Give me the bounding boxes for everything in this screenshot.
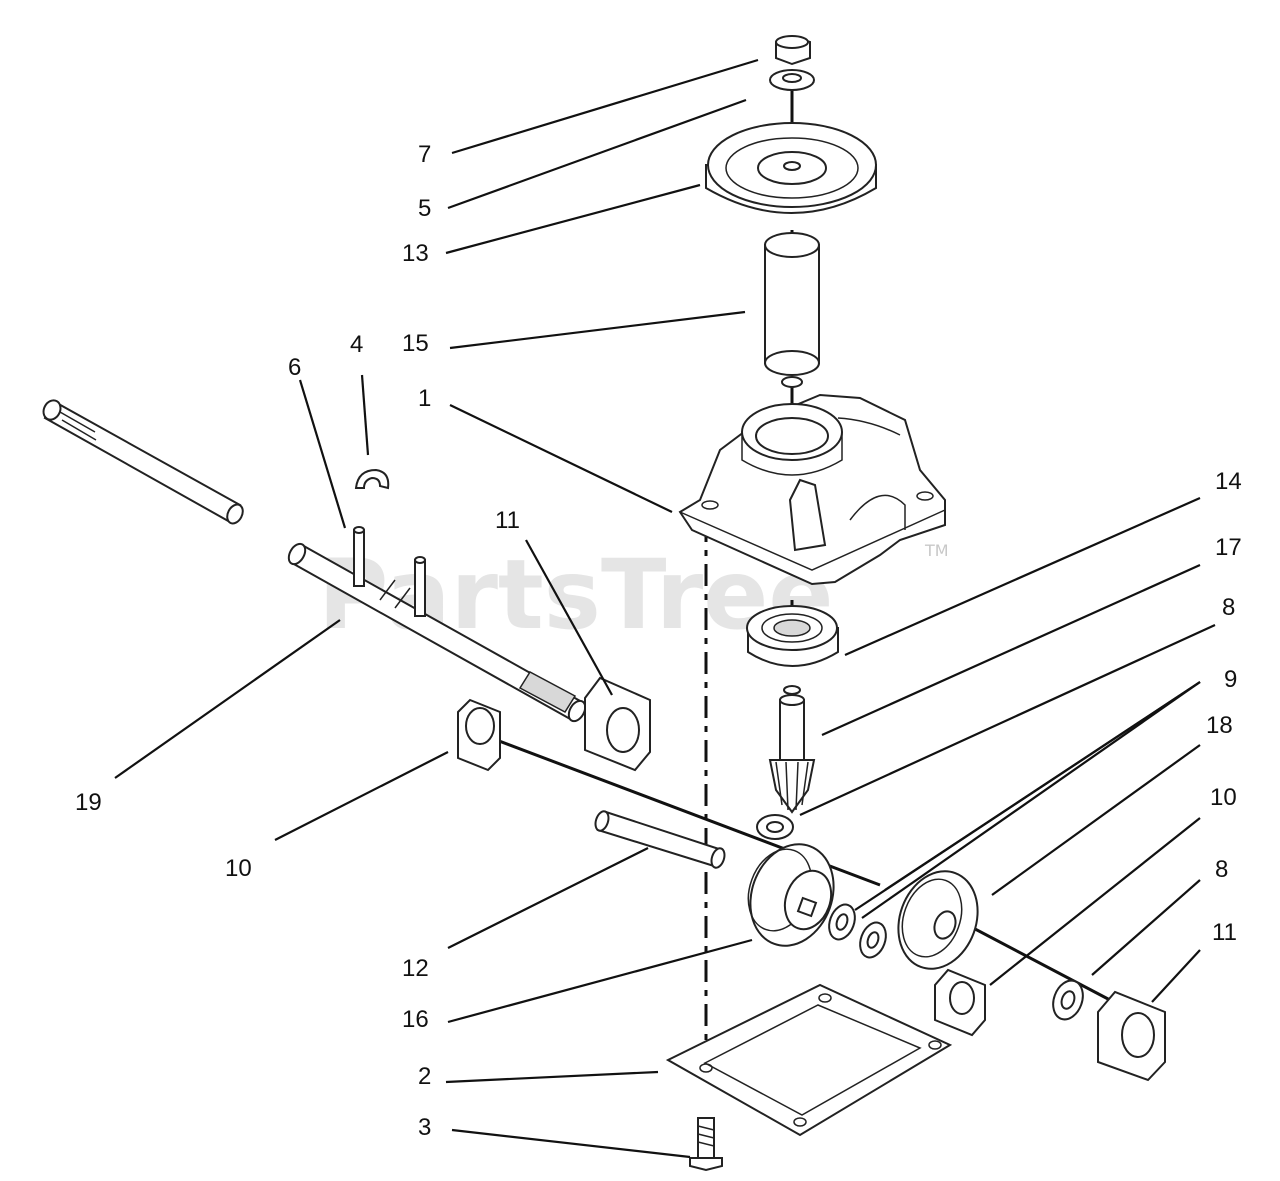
leader-2 xyxy=(445,1070,659,1084)
callout-10-right: 10 xyxy=(1210,784,1237,811)
callout-6: 6 xyxy=(288,354,301,381)
callout-19: 19 xyxy=(75,789,102,816)
gear-part-18 xyxy=(897,870,979,970)
leader-15 xyxy=(449,310,746,350)
callout-12: 12 xyxy=(402,955,429,982)
bolt-part xyxy=(689,1117,723,1172)
pin-part-6b xyxy=(414,556,426,617)
bushing-part-11-lower xyxy=(1097,990,1166,1082)
leader-1 xyxy=(449,404,673,513)
bushing-part-11-upper xyxy=(584,676,651,772)
washer-part-9a xyxy=(828,903,856,941)
gear-housing-part xyxy=(678,393,946,586)
washer-part-8-lower xyxy=(1052,979,1084,1021)
leader-9c xyxy=(854,681,1201,911)
leader-19 xyxy=(114,619,341,779)
callout-7: 7 xyxy=(418,141,431,168)
leader-6 xyxy=(298,379,347,529)
leader-8-upper xyxy=(799,623,1216,817)
washer-part-top xyxy=(769,69,815,91)
callout-8-upper: 8 xyxy=(1222,594,1235,621)
callout-4: 4 xyxy=(350,331,363,358)
callout-9: 9 xyxy=(1224,666,1237,693)
callout-2: 2 xyxy=(418,1063,431,1090)
bushing-part-left xyxy=(457,698,501,772)
leader-3 xyxy=(451,1128,691,1159)
washer-part-9b xyxy=(859,921,887,959)
leader-12 xyxy=(447,847,649,949)
callout-13: 13 xyxy=(402,240,429,267)
callout-1: 1 xyxy=(418,385,431,412)
callout-18: 18 xyxy=(1206,712,1233,739)
callout-16: 16 xyxy=(402,1006,429,1033)
key-shaft-part xyxy=(594,810,726,869)
leader-10-right xyxy=(989,817,1201,986)
leader-8-lower xyxy=(1091,879,1201,976)
bushing-part-right xyxy=(934,968,986,1037)
pin-part-6 xyxy=(353,526,365,587)
callout-15: 15 xyxy=(402,330,429,357)
leader-14 xyxy=(844,496,1201,657)
callout-11-upper: 11 xyxy=(495,507,520,534)
watermark-trademark: TM xyxy=(924,541,949,560)
bearing-part xyxy=(746,605,839,667)
drive-shaft-part xyxy=(287,542,587,723)
leader-10-left xyxy=(274,751,449,841)
callout-14: 14 xyxy=(1215,468,1242,495)
pinion-shaft-part xyxy=(768,685,816,814)
leader-11-upper xyxy=(525,539,613,696)
callout-3: 3 xyxy=(418,1114,431,1141)
callout-5: 5 xyxy=(418,195,431,222)
callout-17: 17 xyxy=(1215,534,1242,561)
leader-16 xyxy=(447,938,753,1024)
leader-9b xyxy=(861,681,1201,919)
gear-part-16 xyxy=(747,843,835,947)
spacer-tube-part xyxy=(764,232,820,376)
washer-part-8-upper xyxy=(756,814,794,840)
cover-plate-part xyxy=(665,983,953,1137)
small-washer-part xyxy=(781,376,803,388)
leader-11-lower xyxy=(1151,949,1201,1003)
leader-17 xyxy=(821,563,1201,737)
leader-5 xyxy=(447,98,747,210)
callout-10-left: 10 xyxy=(225,855,252,882)
leader-4 xyxy=(360,374,370,456)
leader-18 xyxy=(991,744,1201,896)
pulley-part xyxy=(705,122,877,214)
callout-11-lower: 11 xyxy=(1212,919,1237,946)
callout-8-lower: 8 xyxy=(1215,856,1228,883)
nut-part xyxy=(775,34,811,66)
leader-7 xyxy=(451,58,759,155)
e-clip-part xyxy=(354,468,390,490)
leader-13 xyxy=(445,183,701,255)
axle-shaft-part xyxy=(42,399,244,525)
